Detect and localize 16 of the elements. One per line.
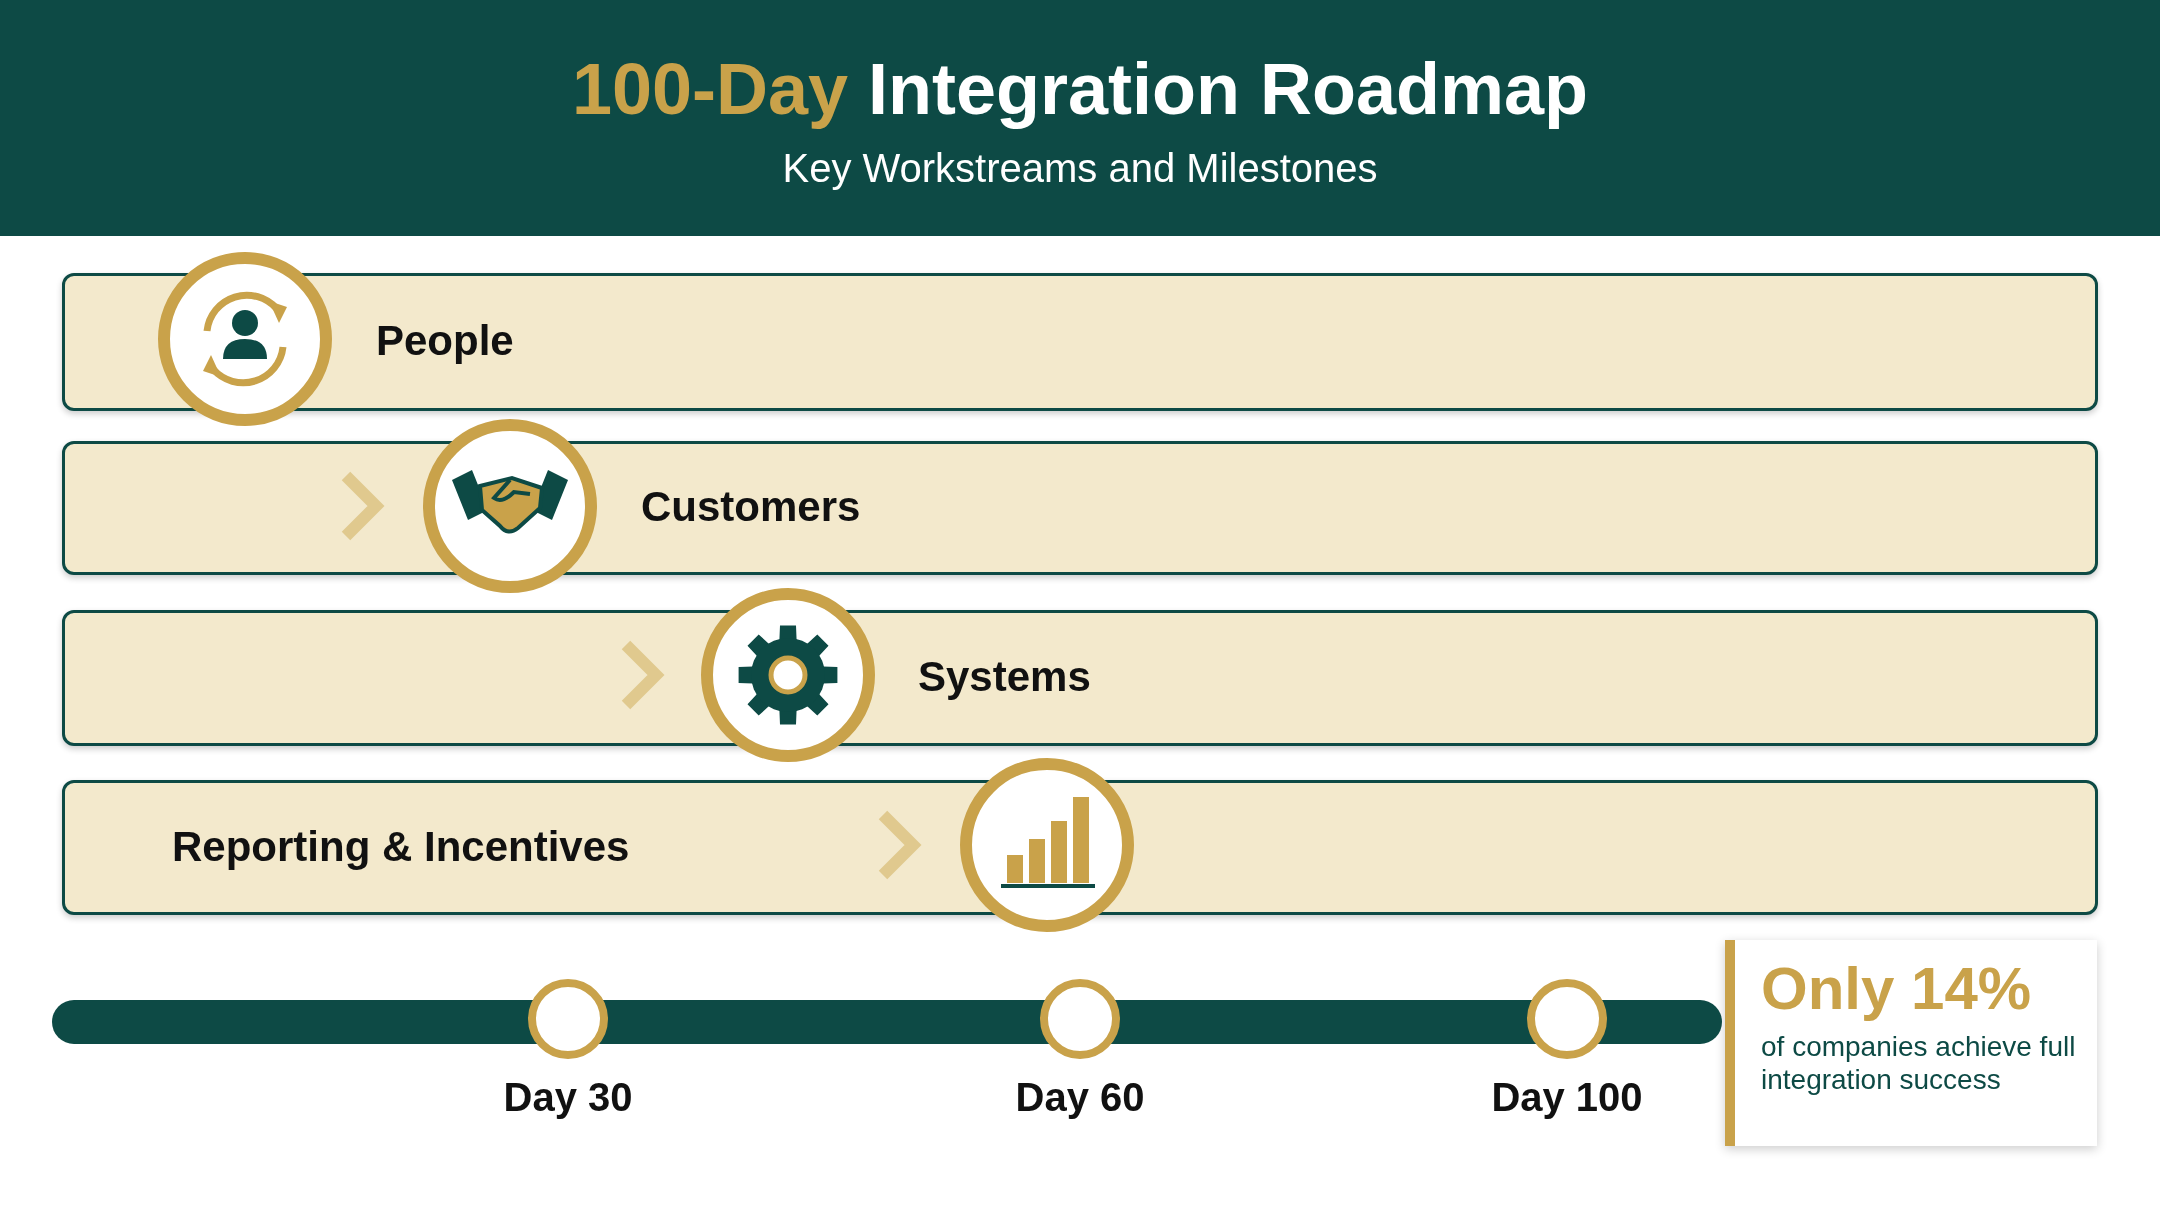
workstream-label: Reporting & Incentives — [172, 822, 630, 871]
stat-figure: Only 14% — [1761, 954, 2032, 1023]
workstream-band — [62, 610, 2098, 746]
workstream-label: People — [376, 317, 514, 365]
day-label: Day 60 — [1015, 1075, 1145, 1119]
subtitle: Key Workstreams and Milestones — [782, 146, 1378, 190]
day-label: Day 30 — [503, 1075, 633, 1119]
workstream-label: Customers — [641, 483, 861, 531]
workstream-band — [62, 441, 2098, 575]
workstream-band — [62, 273, 2098, 411]
title: 100-Day Integration Roadmap — [571, 49, 1589, 129]
workstream-band — [62, 780, 2098, 915]
day-label: Day 100 — [1491, 1075, 1643, 1119]
workstream-label: Systems — [918, 653, 1091, 701]
stat-card — [1725, 940, 2097, 1146]
stat-text: of companies achieve full integration success — [1761, 1030, 2077, 1096]
